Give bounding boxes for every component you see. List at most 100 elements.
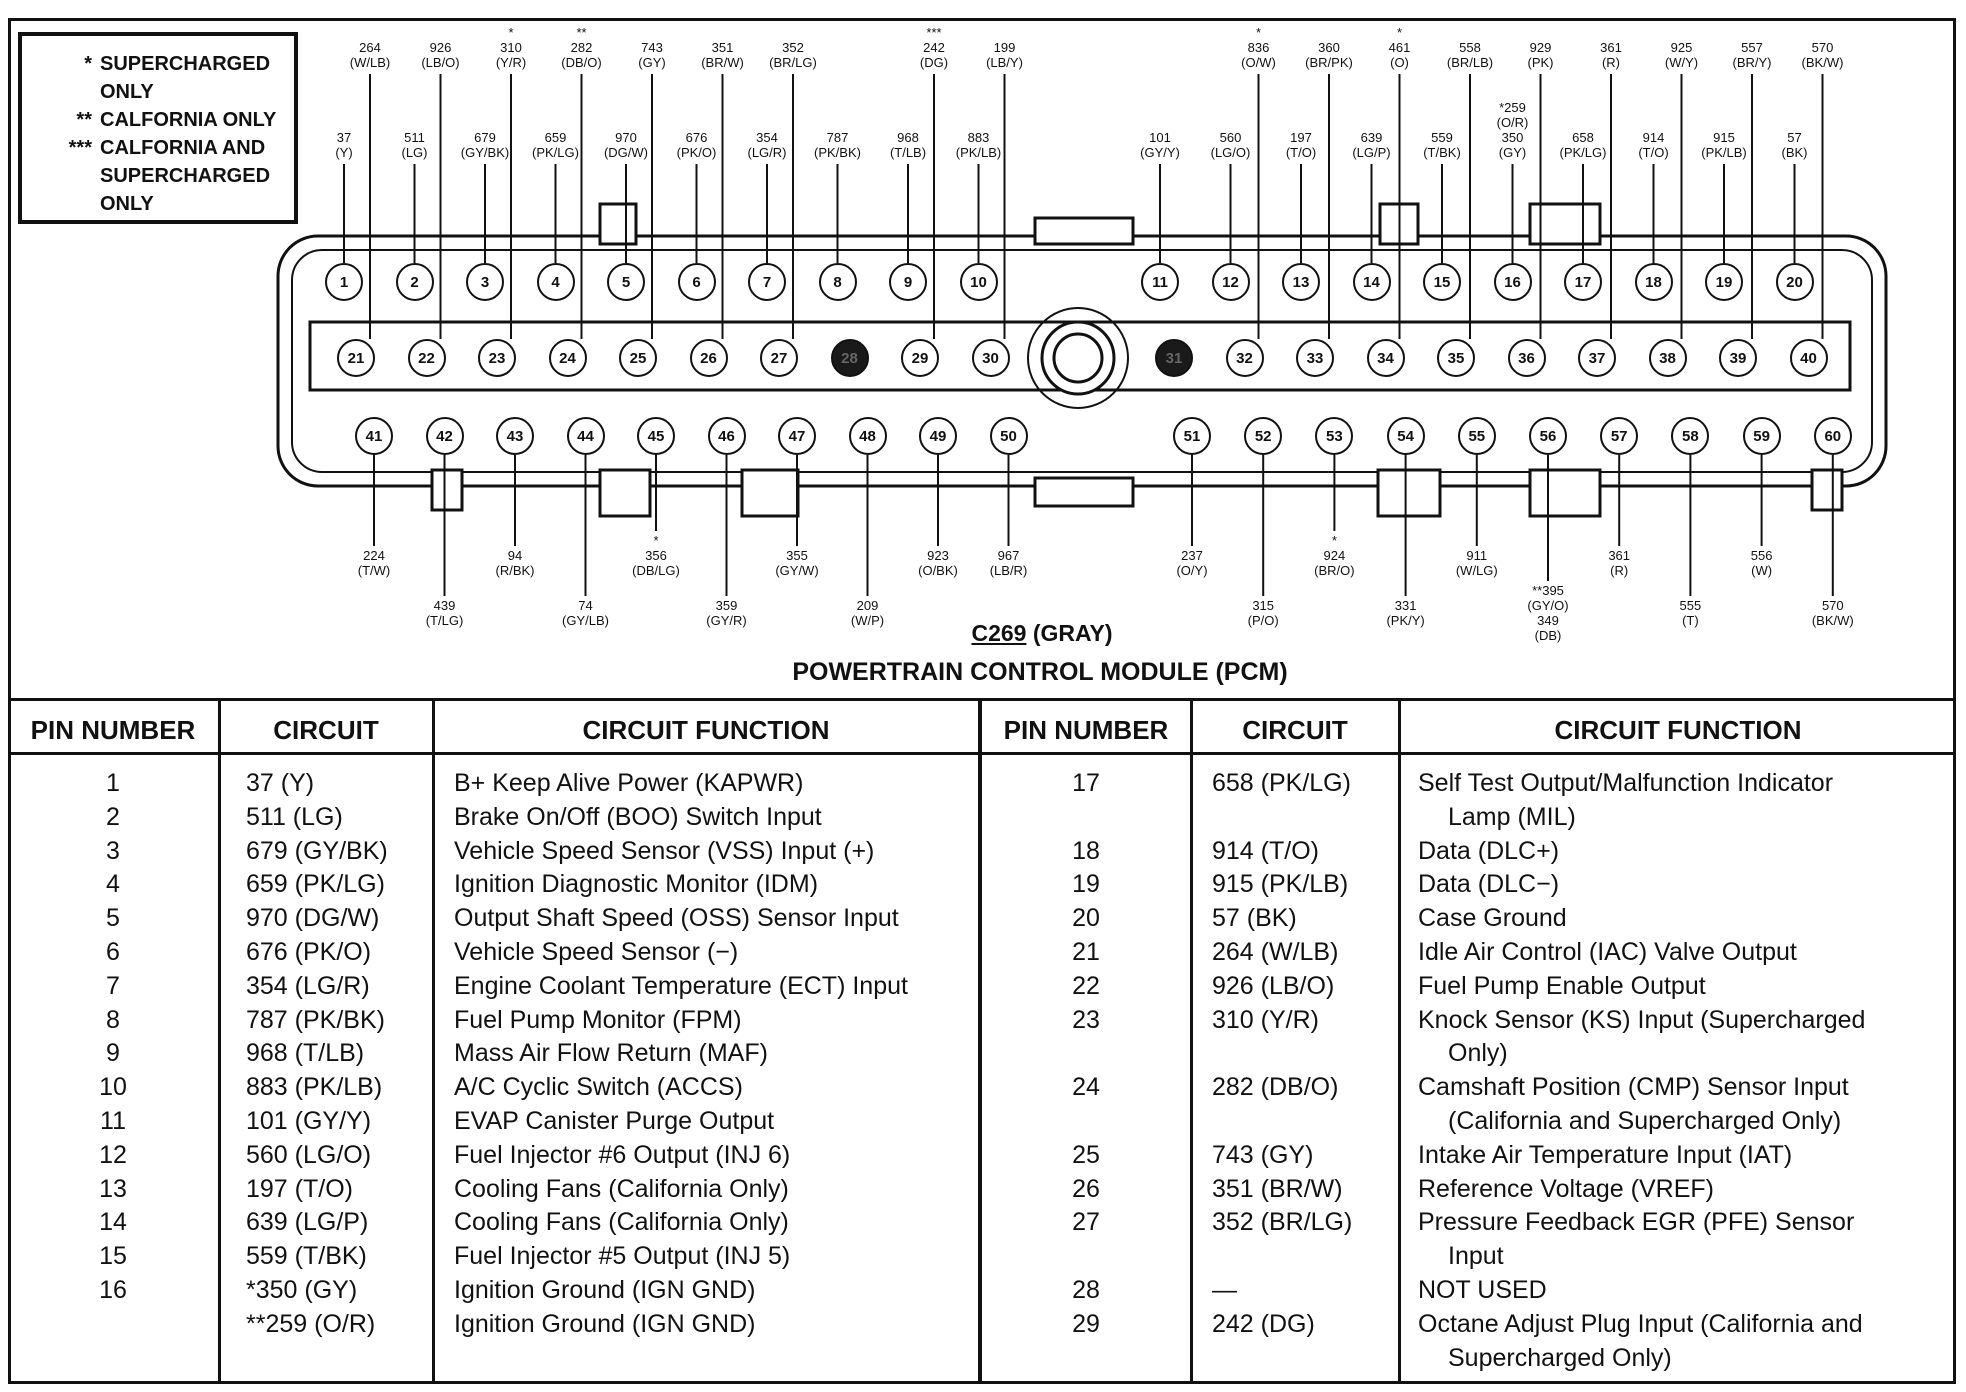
legend-box: * SUPERCHARGED ONLY ** CALFORNIA ONLY **… — [18, 32, 298, 224]
callout-color: (R/BK) — [495, 563, 535, 578]
pin-25: 25 — [619, 339, 657, 377]
pin-52: 52 — [1244, 417, 1283, 455]
callout-color: (T/LG) — [425, 613, 464, 628]
connector-id: C269 — [971, 620, 1027, 646]
legend-text: SUPERCHARGED ONLY — [100, 53, 271, 103]
callout-color: (PK/O) — [676, 145, 717, 160]
top-key-tab — [1033, 216, 1135, 246]
circuit-function: Brake On/Off (BOO) Switch Input — [454, 802, 822, 831]
callout-circuit: 915 — [1713, 130, 1735, 145]
legend-mark: *** — [68, 137, 92, 159]
column-divider — [1398, 700, 1401, 1384]
wire-callout: 558(BR/LB) — [1434, 40, 1506, 70]
pin-number: 29 — [1072, 1309, 1100, 1338]
circuit: **259 (O/R) — [246, 1309, 376, 1338]
legend-mark: * — [84, 53, 92, 75]
callout-extra: (O/R) — [1496, 115, 1529, 130]
circuit: 659 (PK/LG) — [246, 870, 385, 899]
pin-number: 21 — [1072, 938, 1100, 966]
wire-callout: 199(LB/Y) — [969, 40, 1041, 70]
pin-number: 8 — [106, 1005, 120, 1034]
pin-number: 4 — [106, 870, 120, 899]
circuit: 264 (W/LB) — [1212, 938, 1339, 966]
pin-31: 31 — [1155, 339, 1193, 377]
locking-tab — [1810, 468, 1844, 512]
pin-50: 50 — [989, 417, 1028, 455]
circuit: 352 (BR/LG) — [1212, 1208, 1353, 1237]
wire-callout: 560(LG/O) — [1195, 130, 1267, 160]
circuit-function: Intake Air Temperature Input (IAT) — [1418, 1140, 1793, 1169]
callout-circuit: 676 — [685, 130, 708, 145]
callout-color: (PK/Y) — [1386, 613, 1425, 628]
pin-number: 9 — [106, 1039, 120, 1068]
callout-circuit: 310 — [500, 40, 522, 55]
pin-number: 27 — [1072, 1208, 1100, 1237]
legend-mark: ** — [76, 109, 92, 131]
callout-circuit: 224 — [363, 548, 385, 563]
callout-color: (GY/W) — [775, 563, 819, 578]
callout-circuit: 361 — [1608, 548, 1631, 563]
callout-circuit: 354 — [756, 130, 778, 145]
pin-2: 2 — [395, 263, 434, 301]
pin-number: 5 — [106, 904, 120, 933]
circuit: 310 (Y/R) — [1212, 1005, 1319, 1034]
callout-color: (Y/R) — [495, 55, 527, 70]
wire-callout: 923(O/BK) — [902, 548, 974, 578]
pin-20: 20 — [1775, 263, 1814, 301]
wire-callout: 360(BR/PK) — [1293, 40, 1365, 70]
wire-callout: 925(W/Y) — [1646, 40, 1718, 70]
pin-55: 55 — [1457, 417, 1496, 455]
wire-callout: 57(BK) — [1759, 130, 1831, 160]
pin-9: 9 — [889, 263, 927, 301]
callout-mark: *259 — [1499, 100, 1526, 115]
pin-39: 39 — [1719, 339, 1757, 377]
column-divider — [432, 700, 435, 1384]
pin-40: 40 — [1789, 339, 1828, 377]
pin-42: 42 — [425, 417, 464, 455]
callout-color: (DB/O) — [561, 55, 602, 70]
pin-18: 18 — [1634, 263, 1673, 301]
wire-callout: 101(GY/Y) — [1124, 130, 1196, 160]
callout-mark: **395 — [1532, 583, 1564, 598]
callout-circuit: 926 — [429, 40, 452, 55]
callout-color: (BR/LG) — [769, 55, 817, 70]
pin-48: 48 — [848, 417, 887, 455]
pin-number: 19 — [1072, 870, 1100, 899]
callout-circuit: 360 — [1318, 40, 1340, 55]
callout-color: (BR/Y) — [1732, 55, 1772, 70]
callout-color: (T/O) — [1285, 145, 1317, 160]
wire-callout: 94(R/BK) — [479, 548, 551, 578]
column-divider — [218, 700, 221, 1384]
locking-tab — [740, 468, 800, 518]
callout-circuit: 242 — [923, 40, 945, 55]
locking-tab — [430, 468, 464, 512]
pin-37: 37 — [1578, 339, 1616, 377]
legend-text: CALFORNIA AND SUPERCHARGED ONLY — [100, 137, 271, 215]
locking-tab — [1528, 468, 1602, 518]
callout-color: (R) — [1610, 563, 1629, 578]
callout-color: (BK/W) — [1811, 613, 1854, 628]
wire-callout: 743(GY) — [616, 40, 688, 70]
wire-callout: 914(T/O) — [1618, 130, 1690, 160]
callout-circuit: 355 — [786, 548, 808, 563]
callout-circuit: 199 — [993, 40, 1016, 55]
wire-callout: 556(W) — [1726, 548, 1798, 578]
circuit-function: Fuel Pump Enable Output — [1418, 971, 1706, 1000]
circuit-function: Pressure Feedback EGR (PFE) Sensor — [1418, 1208, 1855, 1237]
center-bolt-inner — [1052, 332, 1104, 384]
callout-color: (GY) — [1498, 145, 1527, 160]
pin-29: 29 — [901, 339, 939, 377]
pin-number: 28 — [1072, 1276, 1100, 1304]
callout-circuit: 94 — [507, 548, 523, 563]
connector-color: (GRAY) — [1032, 620, 1113, 646]
connector-inner-shell — [291, 249, 1873, 473]
pin-number: 17 — [1072, 769, 1100, 797]
wire-callout: *461(O) — [1364, 25, 1436, 70]
circuit: 511 (LG) — [246, 802, 343, 831]
wire-callout: 354(LG/R) — [731, 130, 803, 160]
circuit: 37 (Y) — [246, 769, 315, 797]
circuit: 914 (T/O) — [1212, 836, 1319, 865]
legend-text: CALFORNIA ONLY — [100, 109, 277, 131]
pin-21: 21 — [337, 339, 375, 377]
pin-6: 6 — [677, 263, 716, 301]
